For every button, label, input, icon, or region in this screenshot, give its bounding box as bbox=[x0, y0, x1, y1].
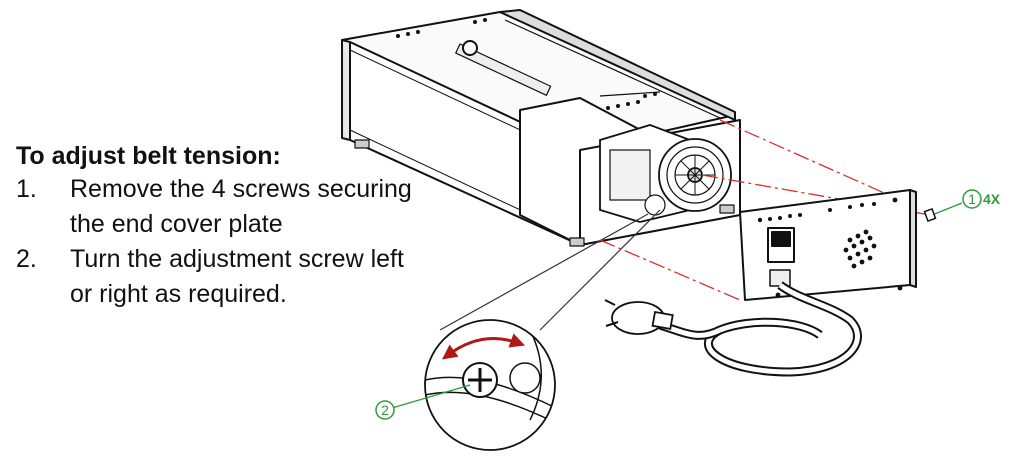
callout-2: 2 bbox=[375, 384, 471, 420]
detail-magnifier bbox=[424, 319, 556, 451]
instruction-steps: 1. Remove the 4 screws securing the end … bbox=[16, 172, 436, 312]
step-number: 2. bbox=[16, 245, 37, 273]
instructions-block: To adjust belt tension: 1. Remove the 4 … bbox=[16, 140, 436, 312]
screw-icon bbox=[923, 207, 937, 223]
callout-2-label: 2 bbox=[381, 402, 389, 418]
instructions-title: To adjust belt tension: bbox=[16, 142, 281, 170]
instruction-step-2: 2. Turn the adjustment screw left or rig… bbox=[16, 242, 436, 312]
step-text: Turn the adjustment screw left or right … bbox=[70, 245, 404, 308]
motor-fan bbox=[599, 124, 732, 223]
power-cord bbox=[604, 281, 862, 377]
callout-1-quantity: 4X bbox=[983, 191, 1001, 207]
end-cover-plate bbox=[739, 189, 917, 301]
callout-1-label: 1 bbox=[968, 191, 976, 207]
callout-1: 1 4X bbox=[923, 189, 1001, 223]
adjustment-screw-icon bbox=[462, 362, 498, 398]
detail-leader bbox=[439, 209, 661, 331]
step-text: Remove the 4 screws securing the end cov… bbox=[70, 175, 412, 238]
step-number: 1. bbox=[16, 175, 37, 203]
instruction-step-1: 1. Remove the 4 screws securing the end … bbox=[16, 172, 436, 242]
rotate-arrow-icon bbox=[441, 333, 526, 360]
